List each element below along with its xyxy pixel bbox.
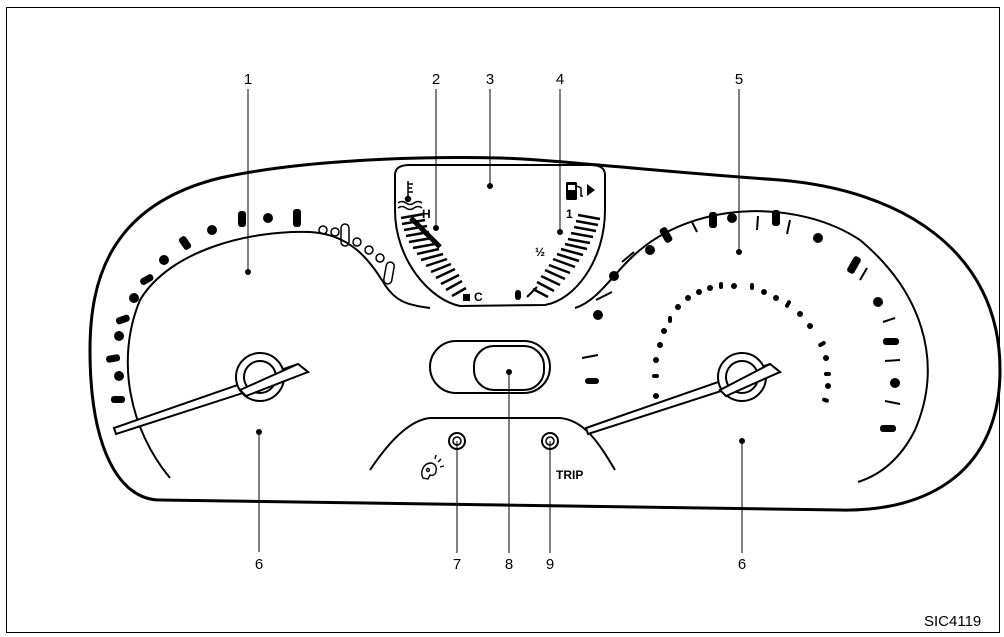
fuel-full-label: 1 bbox=[566, 207, 573, 221]
display-window-outline bbox=[394, 164, 606, 308]
callout-1: 1 bbox=[244, 71, 252, 88]
odometer-outer-bezel bbox=[429, 340, 551, 394]
figure-frame bbox=[6, 7, 1000, 633]
callout-5: 5 bbox=[735, 71, 743, 88]
speedometer-inner-scale bbox=[652, 282, 831, 403]
tachometer-scale bbox=[106, 209, 301, 403]
coolant-temperature-icon bbox=[397, 181, 423, 211]
callout-6-left: 6 bbox=[255, 556, 263, 573]
fuel-gauge-empty-mark bbox=[515, 290, 521, 300]
temperature-gauge-scale bbox=[400, 212, 467, 298]
lower-center-panel bbox=[369, 417, 616, 471]
fuel-gauge-needle bbox=[526, 286, 538, 298]
tachometer-redzone bbox=[318, 223, 395, 285]
figure-id: SIC4119 bbox=[924, 613, 981, 630]
temperature-gauge-needle bbox=[409, 216, 442, 249]
speedometer-needle bbox=[584, 352, 783, 436]
trip-label: TRIP bbox=[556, 468, 583, 482]
callout-3: 3 bbox=[486, 71, 494, 88]
illumination-icon bbox=[421, 454, 445, 480]
callout-2: 2 bbox=[432, 71, 440, 88]
callout-leaders bbox=[245, 89, 745, 553]
tachometer-face bbox=[126, 230, 431, 479]
fuel-half-label: ½ bbox=[535, 245, 545, 259]
callout-labels: 1 2 3 4 5 6 7 8 9 6 bbox=[244, 71, 746, 573]
fuel-gauge-scale bbox=[532, 213, 601, 299]
speedometer-scale bbox=[581, 210, 901, 432]
fuel-pump-icon bbox=[566, 182, 595, 200]
temperature-cold-label: C bbox=[474, 290, 483, 304]
tachometer-needle bbox=[112, 352, 311, 436]
speedometer-face bbox=[574, 210, 929, 483]
temperature-hot-label: H bbox=[422, 207, 431, 221]
callout-8: 8 bbox=[505, 556, 513, 573]
callout-7: 7 bbox=[453, 556, 461, 573]
temperature-gauge-cold-mark bbox=[463, 294, 470, 301]
callout-6-right: 6 bbox=[738, 556, 746, 573]
cluster-housing bbox=[88, 156, 1002, 512]
callout-9: 9 bbox=[546, 556, 554, 573]
callout-4: 4 bbox=[556, 71, 564, 88]
